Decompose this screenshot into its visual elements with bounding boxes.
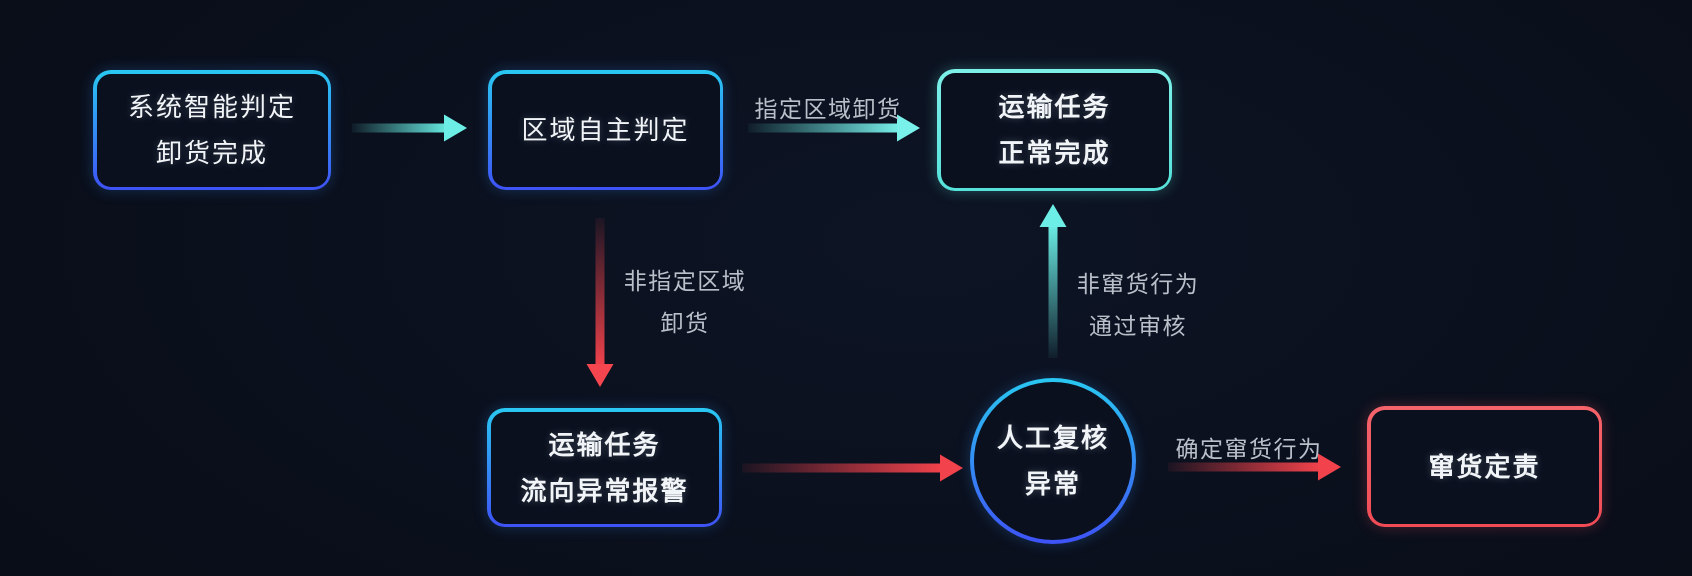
node-body: 区域自主判定 (491, 73, 720, 187)
edge-label-non-designated-unload: 非指定区域 卸货 (624, 260, 747, 344)
node-label-line: 异常 (1024, 469, 1081, 499)
node-label-line: 卸货完成 (155, 138, 268, 168)
node-transport-normal-complete: 运输任务 正常完成 (937, 69, 1172, 191)
edge-label-line: 非窜货行为 (1076, 271, 1200, 297)
node-body: 人工复核 异常 (974, 382, 1132, 540)
node-body: 窜货定责 (1370, 409, 1599, 524)
edge-label-confirmed-diversion: 确定窜货行为 (1176, 428, 1323, 470)
arrow-manual-review-to-accountability (1168, 453, 1341, 481)
node-body: 运输任务 流向异常报警 (490, 411, 719, 524)
node-transport-flow-alert: 运输任务 流向异常报警 (487, 408, 722, 527)
node-label-line: 窜货定责 (1428, 451, 1541, 482)
node-label-line: 运输任务 (998, 92, 1111, 122)
node-manual-review-anomaly: 人工复核 异常 (970, 378, 1136, 544)
arrow-system-to-area (352, 114, 467, 142)
edge-label-line: 通过审核 (1089, 313, 1187, 339)
node-label-line: 正常完成 (998, 138, 1111, 168)
arrow-area-to-normal-complete (748, 114, 920, 142)
node-label-line: 运输任务 (548, 429, 661, 460)
node-system-smart-judgment: 系统智能判定 卸货完成 (93, 70, 331, 190)
node-body: 系统智能判定 卸货完成 (96, 73, 328, 187)
node-body: 运输任务 正常完成 (940, 72, 1169, 188)
edge-label-non-diversion-approved: 非窜货行为 通过审核 (1077, 263, 1200, 347)
edge-label-line: 卸货 (660, 310, 710, 336)
edge-label-line: 非指定区域 (623, 268, 747, 294)
edge-label-designated-area-unload: 指定区域卸货 (755, 88, 902, 130)
node-label-line: 系统智能判定 (127, 92, 296, 122)
arrow-manual-review-to-normal-complete (1039, 204, 1067, 358)
arrow-flow-alert-to-manual-review (742, 454, 963, 482)
node-label-line: 区域自主判定 (521, 115, 690, 145)
edge-label-line: 指定区域卸货 (754, 96, 902, 122)
node-label-line: 流向异常报警 (520, 475, 689, 506)
node-label-line: 人工复核 (996, 423, 1109, 453)
node-area-self-judgment: 区域自主判定 (488, 70, 723, 190)
node-diversion-accountability: 窜货定责 (1367, 406, 1602, 527)
arrow-area-to-flow-alert (586, 218, 614, 387)
edge-label-line: 确定窜货行为 (1175, 436, 1323, 462)
